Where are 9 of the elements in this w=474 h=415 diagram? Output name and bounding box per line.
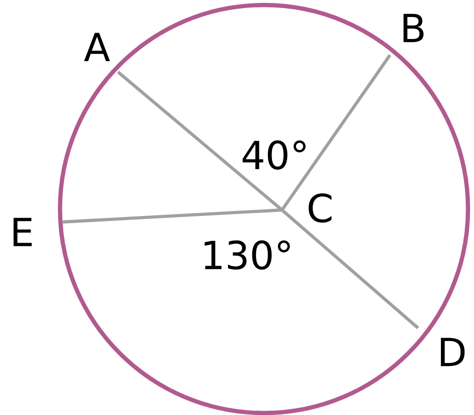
angle-label: 130°	[204, 240, 290, 270]
angle-label: 40°	[242, 140, 306, 170]
point-label: C	[308, 193, 332, 223]
point-label: E	[14, 218, 32, 246]
point-label: A	[84, 32, 110, 62]
radius-line	[62, 208, 282, 224]
point-label: B	[404, 14, 424, 42]
radius-line	[116, 70, 284, 212]
point-label: D	[440, 338, 465, 366]
